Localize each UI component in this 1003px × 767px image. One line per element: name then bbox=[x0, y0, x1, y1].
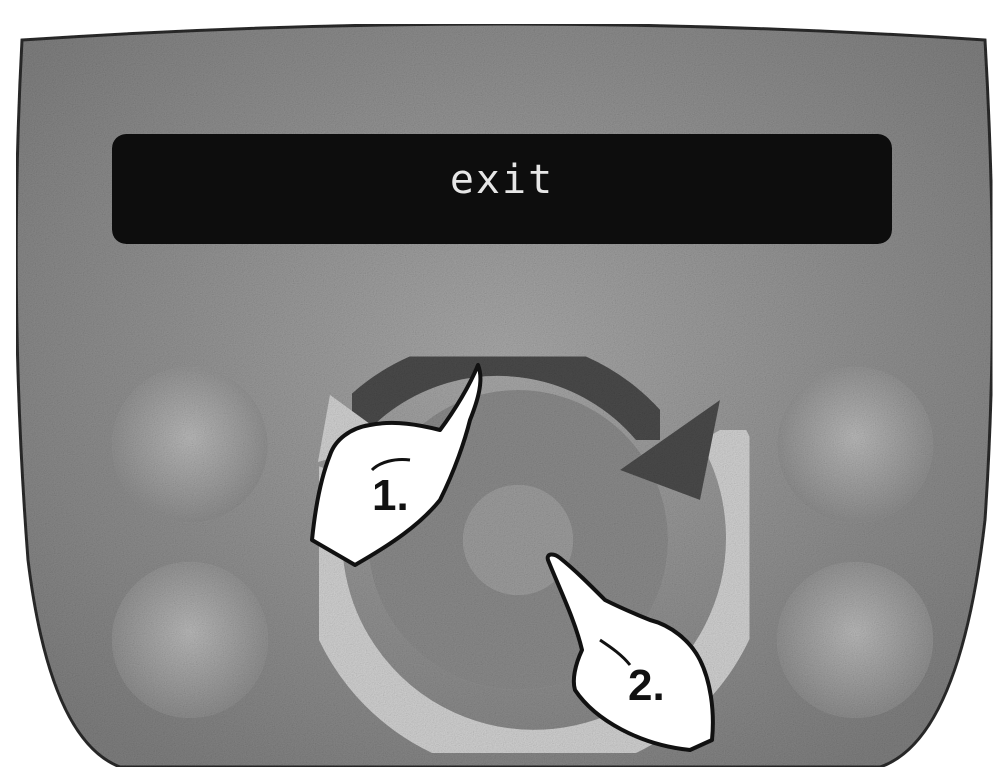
left-bottom-button[interactable] bbox=[112, 562, 268, 718]
step-1-label: 1. bbox=[372, 471, 409, 520]
display-text: exit bbox=[450, 157, 554, 203]
right-top-button[interactable] bbox=[777, 367, 933, 523]
step-2-label: 2. bbox=[628, 661, 665, 710]
right-bottom-button[interactable] bbox=[777, 562, 933, 718]
left-top-button[interactable] bbox=[112, 367, 268, 523]
